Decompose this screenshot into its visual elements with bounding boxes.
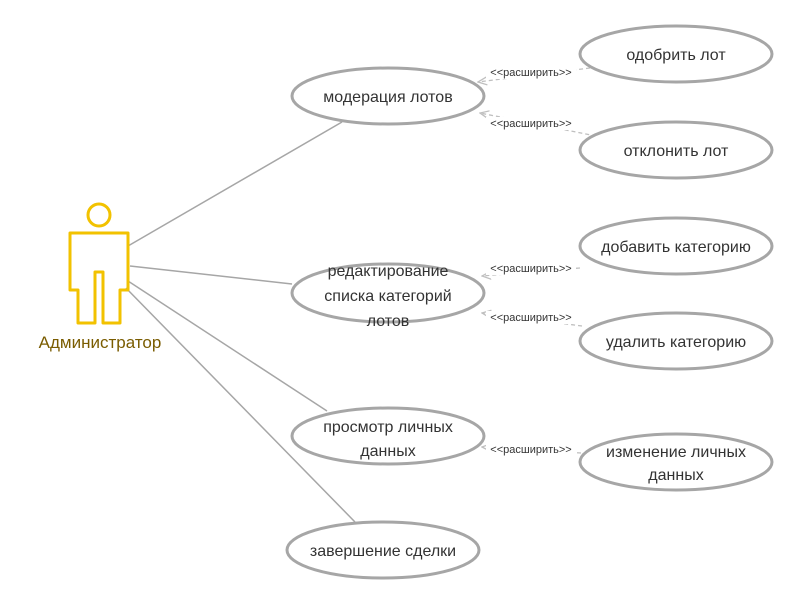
extend-label: <<расширить>> [490, 312, 571, 324]
use-case-delete-category[interactable]: удалить категорию [578, 311, 774, 371]
use-case-approve[interactable]: одобрить лот [578, 24, 774, 84]
extend-label-background [486, 66, 576, 79]
use-case-label: данных [648, 467, 703, 484]
use-case-reject[interactable]: отклонить лот [578, 120, 774, 180]
use-case-label: добавить категорию [601, 239, 751, 256]
extend-relation-delete-category: <<расширить>> [482, 311, 583, 327]
use-case-label: модерация лотов [323, 89, 452, 106]
use-case-label: изменение личных [606, 444, 746, 461]
use-case-label: данных [360, 443, 415, 460]
use-case-label: редактирование [328, 263, 449, 280]
use-case-change-personal-data[interactable]: изменение личных данных [578, 432, 774, 492]
association-line-moderation [127, 121, 343, 247]
association-line-edit-categories [129, 265, 293, 285]
use-case-label: одобрить лот [626, 47, 726, 64]
use-case-label: просмотр личных [323, 419, 453, 436]
extend-label-background [486, 117, 576, 130]
association-line-view-personal [127, 280, 328, 412]
use-case-view-personal-data[interactable]: просмотр личных данных [290, 406, 486, 466]
actor-name: Администратор [39, 333, 162, 352]
extend-relation-approve: <<расширить>> [478, 66, 591, 82]
use-case-edit-categories[interactable]: редактирование списка категорий лотов [290, 262, 486, 330]
use-case-complete-deal[interactable]: завершение сделки [285, 520, 481, 580]
use-case-label: отклонить лот [624, 143, 729, 160]
extend-label: <<расширить>> [490, 263, 571, 275]
extend-label-background [486, 311, 576, 324]
actor-administrator[interactable]: Администратор [39, 202, 162, 352]
extend-label: <<расширить>> [490, 67, 571, 79]
use-case-label: лотов [367, 313, 410, 330]
extend-relation-add-category: <<расширить>> [482, 262, 581, 276]
extend-relation-change-personal: <<расширить>> [482, 443, 582, 456]
association-line-complete-deal [125, 287, 356, 523]
extend-label-background [486, 443, 576, 456]
extend-relations: <<расширить>> <<расширить>> <<расширить>> <… [478, 66, 597, 456]
extend-relation-reject: <<расширить>> [480, 113, 597, 137]
use-case-label: списка категорий [324, 288, 451, 305]
association-lines [125, 121, 356, 523]
use-case-moderation[interactable]: модерация лотов [290, 66, 486, 126]
use-case-label: удалить категорию [606, 334, 746, 351]
actor-stick-figure-icon [68, 202, 130, 325]
use-case-add-category[interactable]: добавить категорию [578, 216, 774, 276]
use-case-label: завершение сделки [310, 543, 456, 560]
extend-label: <<расширить>> [490, 444, 571, 456]
extend-label: <<расширить>> [490, 118, 571, 130]
extend-label-background [486, 262, 576, 275]
